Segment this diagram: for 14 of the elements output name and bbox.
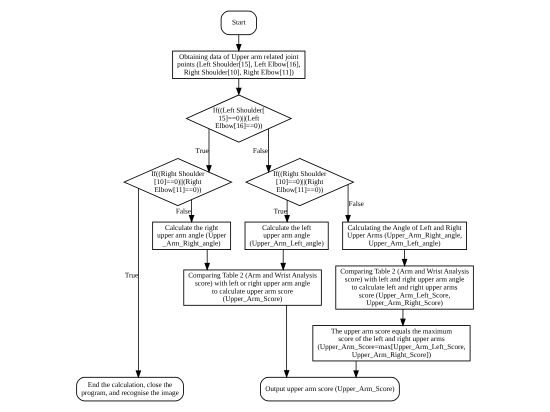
arrow	[204, 249, 210, 271]
arrow	[284, 200, 290, 224]
arrow	[353, 360, 359, 379]
arrow	[400, 308, 406, 327]
arrow	[236, 34, 242, 52]
arrow	[188, 199, 194, 224]
arrow	[266, 128, 272, 174]
arrow	[284, 305, 290, 378]
arrow	[280, 249, 286, 271]
arrow	[136, 188, 142, 379]
arrow	[345, 184, 351, 224]
arrow	[236, 78, 242, 96]
arrow	[206, 128, 212, 174]
arrow	[402, 249, 408, 268]
